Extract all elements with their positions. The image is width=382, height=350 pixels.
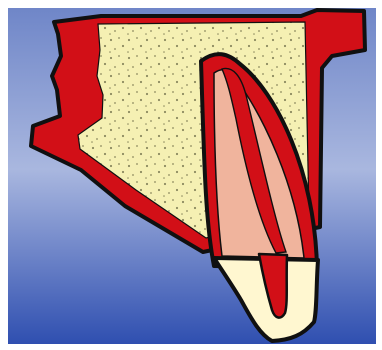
dental-diagram	[0, 0, 382, 350]
tooth-cross-section-illustration	[0, 0, 382, 350]
